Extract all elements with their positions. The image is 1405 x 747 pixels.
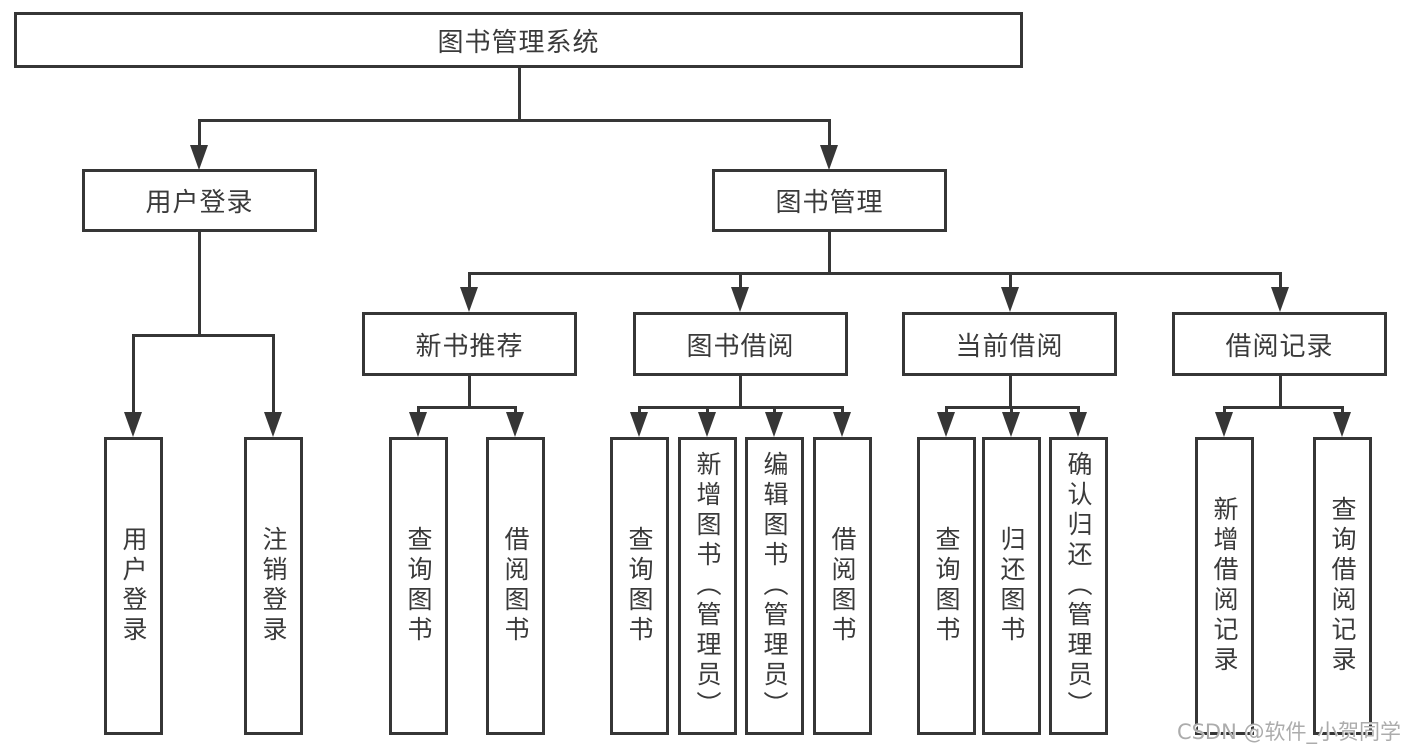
- arrowhead-down-icon: [731, 287, 749, 312]
- node-user-login: 用户登录: [82, 169, 317, 232]
- arrowhead-down-icon: [765, 412, 783, 437]
- v-line: [132, 334, 135, 412]
- arrowhead-down-icon: [1002, 412, 1020, 437]
- leaf-current-return-books: 归还图书: [982, 437, 1041, 735]
- leaf-recommend-query-books: 查询图书: [389, 437, 448, 735]
- h-line: [198, 119, 831, 122]
- h-line: [1223, 406, 1344, 409]
- arrowhead-down-icon: [1001, 287, 1019, 312]
- node-root: 图书管理系统: [14, 12, 1023, 68]
- leaf-user-login-label: 用户登录: [119, 526, 148, 646]
- leaf-borrow-borrow-books-label: 借阅图书: [828, 526, 857, 646]
- v-line: [739, 272, 742, 290]
- h-line: [132, 334, 275, 337]
- arrowhead-down-icon: [506, 412, 524, 437]
- v-line: [468, 272, 471, 290]
- arrowhead-down-icon: [264, 412, 282, 437]
- v-line: [739, 376, 742, 409]
- h-line: [638, 406, 844, 409]
- h-line: [417, 406, 517, 409]
- v-line: [1223, 406, 1226, 416]
- leaf-borrow-edit-books-admin: 编辑图书（管理员）: [745, 437, 804, 735]
- v-line: [272, 334, 275, 412]
- arrowhead-down-icon: [190, 145, 208, 170]
- node-current-borrow: 当前借阅: [902, 312, 1117, 376]
- leaf-borrow-add-books-admin-label: 新增图书（管理员）: [693, 451, 722, 721]
- node-new-book-recommend-label: 新书推荐: [415, 331, 524, 362]
- arrowhead-down-icon: [460, 287, 478, 312]
- leaf-user-login: 用户登录: [104, 437, 163, 735]
- v-line: [1077, 406, 1080, 416]
- v-line: [706, 406, 709, 416]
- arrowhead-down-icon: [630, 412, 648, 437]
- v-line: [1279, 272, 1282, 290]
- v-line: [198, 232, 201, 336]
- node-book-management: 图书管理: [712, 169, 947, 232]
- leaf-recommend-query-books-label: 查询图书: [404, 526, 433, 646]
- node-current-borrow-label: 当前借阅: [955, 331, 1064, 362]
- v-line: [828, 232, 831, 275]
- v-line: [1010, 406, 1013, 416]
- node-borrow-records-label: 借阅记录: [1225, 331, 1334, 362]
- leaf-current-query-books: 查询图书: [917, 437, 976, 735]
- node-user-login-label: 用户登录: [145, 188, 254, 218]
- v-line: [1009, 376, 1012, 409]
- arrowhead-down-icon: [1215, 412, 1233, 437]
- csdn-watermark: CSDN @软件_小贺同学: [1176, 720, 1401, 744]
- v-line: [773, 406, 776, 416]
- node-book-borrow: 图书借阅: [633, 312, 848, 376]
- arrowhead-down-icon: [698, 412, 716, 437]
- leaf-records-query-record-label: 查询借阅记录: [1328, 496, 1357, 676]
- leaf-recommend-borrow-books: 借阅图书: [486, 437, 545, 735]
- leaf-current-query-books-label: 查询图书: [932, 526, 961, 646]
- v-line: [518, 68, 521, 121]
- arrowhead-down-icon: [1069, 412, 1087, 437]
- arrowhead-down-icon: [124, 412, 142, 437]
- v-line: [1279, 376, 1282, 409]
- leaf-current-confirm-return-admin: 确认归还（管理员）: [1049, 437, 1108, 735]
- node-new-book-recommend: 新书推荐: [362, 312, 577, 376]
- leaf-records-add-record-label: 新增借阅记录: [1210, 496, 1239, 676]
- leaf-records-query-record: 查询借阅记录: [1313, 437, 1372, 735]
- v-line: [828, 119, 831, 147]
- arrowhead-down-icon: [937, 412, 955, 437]
- node-book-management-label: 图书管理: [775, 188, 884, 218]
- leaf-records-add-record: 新增借阅记录: [1195, 437, 1254, 735]
- v-line: [514, 406, 517, 416]
- arrowhead-down-icon: [1333, 412, 1351, 437]
- node-borrow-records: 借阅记录: [1172, 312, 1387, 376]
- v-line: [945, 406, 948, 416]
- leaf-borrow-add-books-admin: 新增图书（管理员）: [678, 437, 737, 735]
- v-line: [1009, 272, 1012, 290]
- leaf-borrow-query-books-label: 查询图书: [625, 526, 654, 646]
- leaf-borrow-borrow-books: 借阅图书: [813, 437, 872, 735]
- h-line: [468, 272, 1282, 275]
- v-line: [198, 119, 201, 147]
- leaf-current-return-books-label: 归还图书: [997, 526, 1026, 646]
- node-book-borrow-label: 图书借阅: [686, 331, 795, 362]
- leaf-recommend-borrow-books-label: 借阅图书: [501, 526, 530, 646]
- leaf-borrow-query-books: 查询图书: [610, 437, 669, 735]
- leaf-logout: 注销登录: [244, 437, 303, 735]
- leaf-borrow-edit-books-admin-label: 编辑图书（管理员）: [760, 451, 789, 721]
- leaf-current-confirm-return-admin-label: 确认归还（管理员）: [1064, 451, 1093, 721]
- arrowhead-down-icon: [833, 412, 851, 437]
- v-line: [417, 406, 420, 416]
- arrowhead-down-icon: [1271, 287, 1289, 312]
- v-line: [468, 376, 471, 409]
- node-root-label: 图书管理系统: [437, 27, 600, 58]
- v-line: [841, 406, 844, 416]
- v-line: [1341, 406, 1344, 416]
- arrowhead-down-icon: [820, 145, 838, 170]
- arrowhead-down-icon: [409, 412, 427, 437]
- v-line: [638, 406, 641, 416]
- leaf-logout-label: 注销登录: [259, 526, 288, 646]
